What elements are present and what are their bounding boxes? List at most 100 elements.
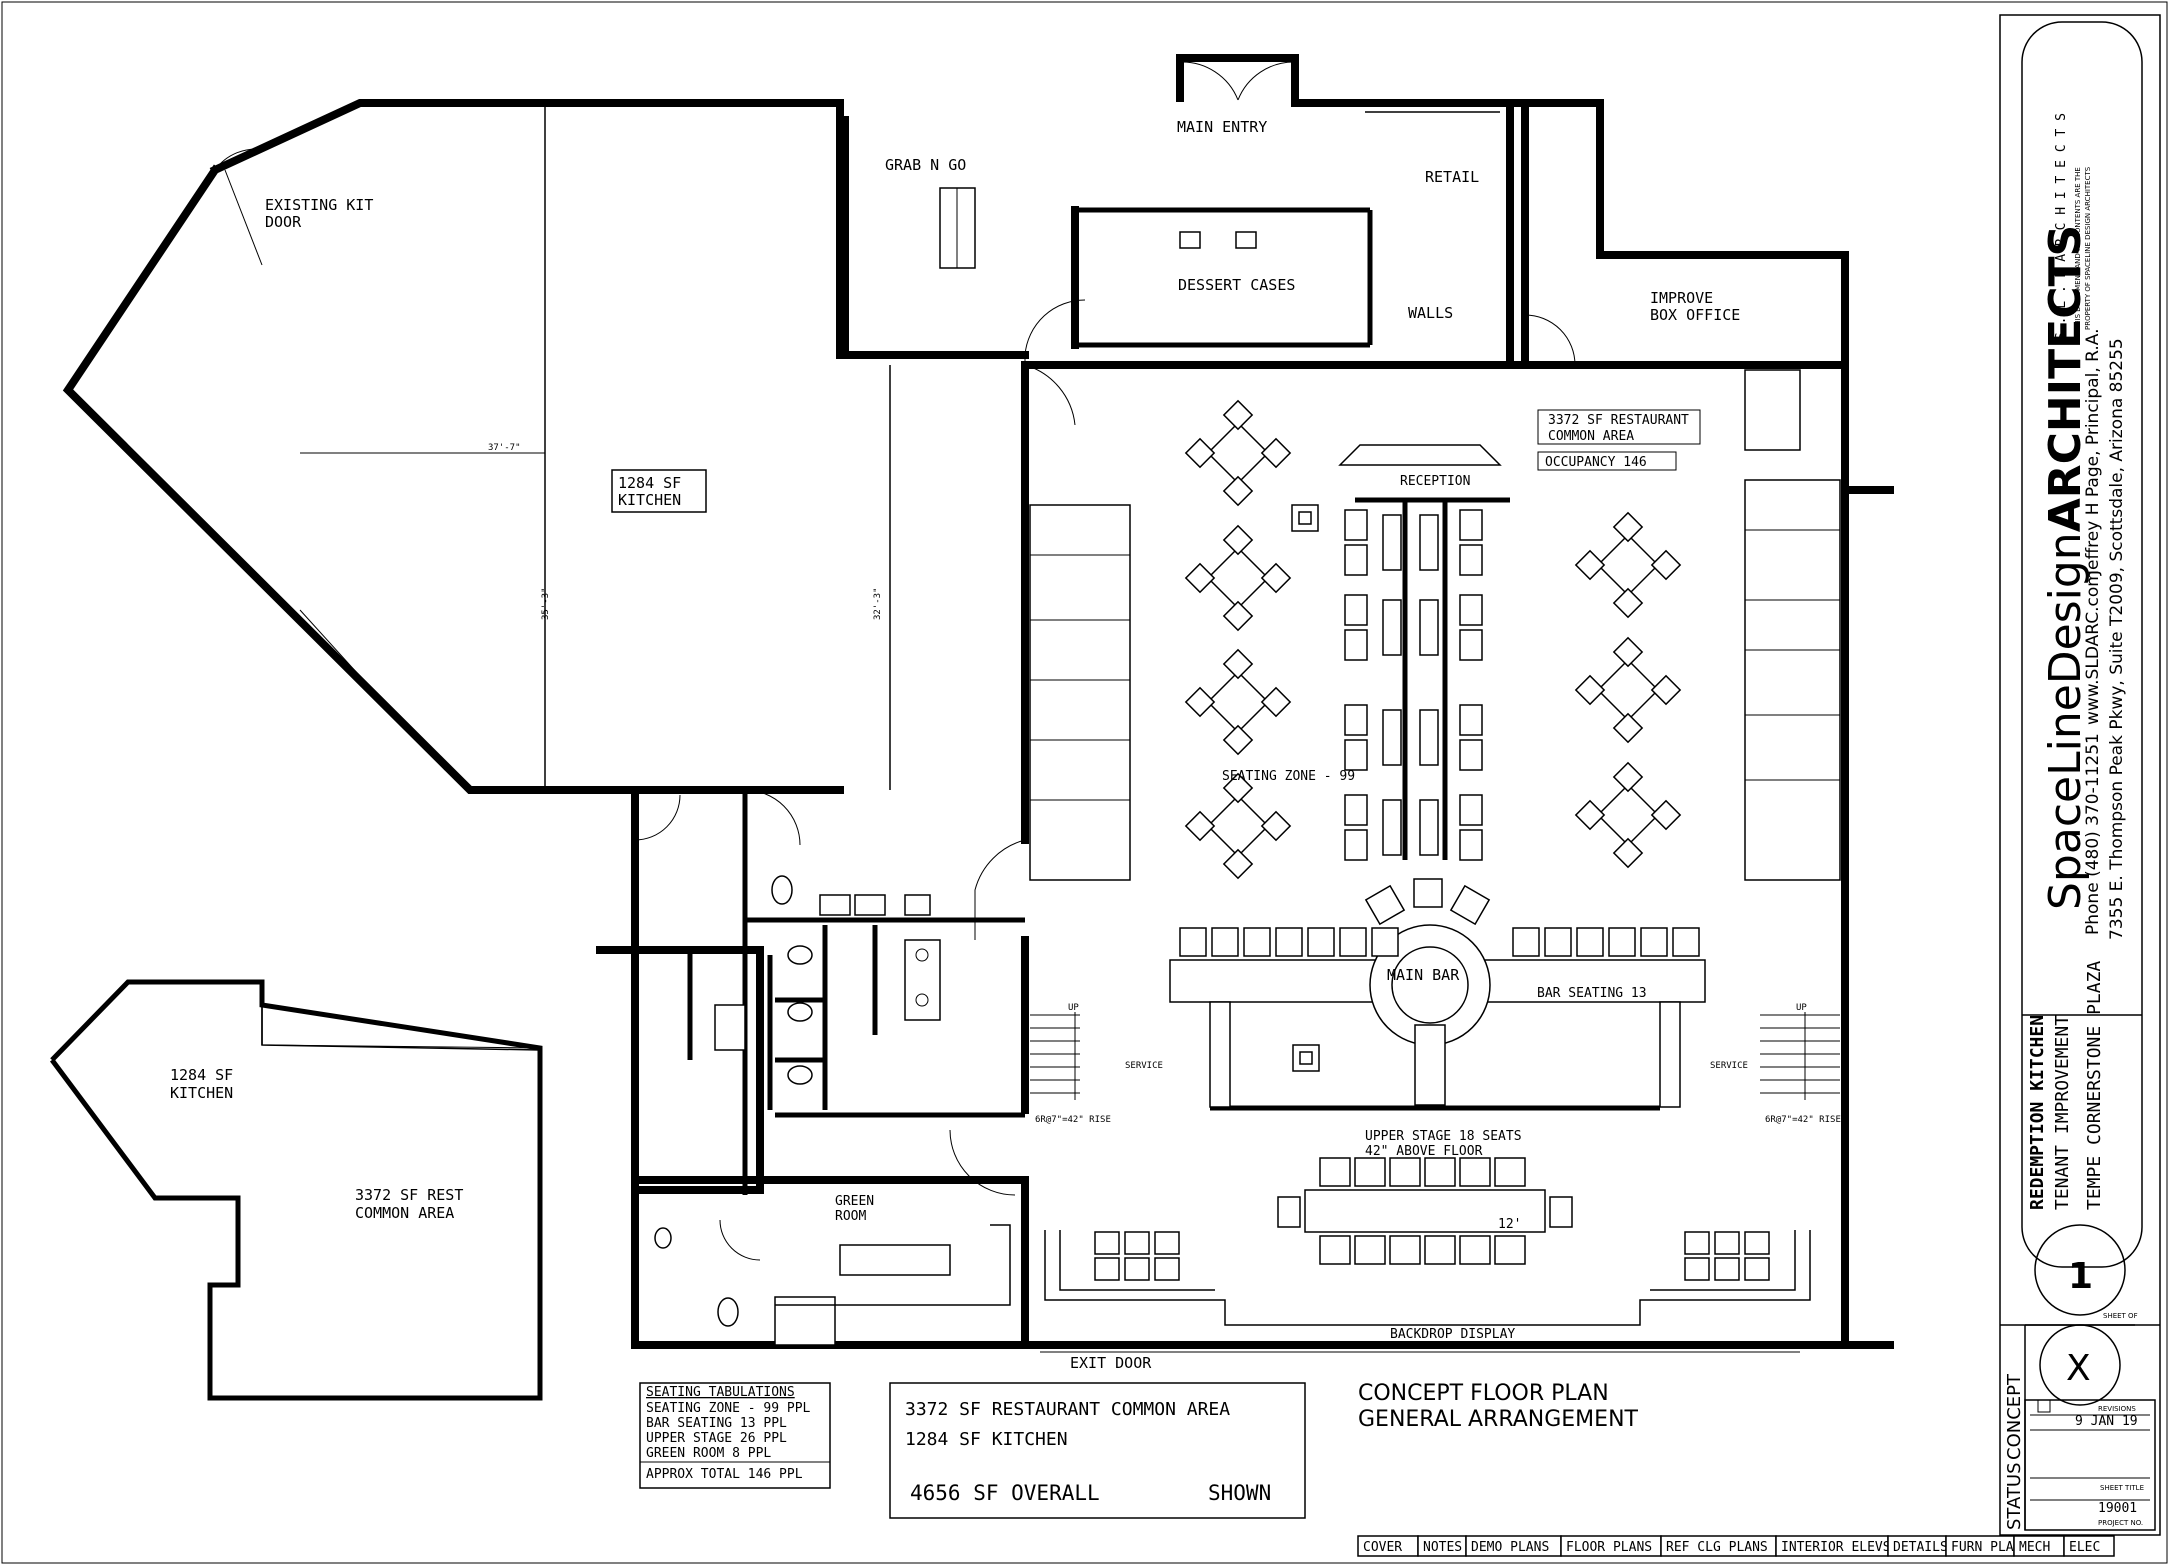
chair bbox=[1260, 562, 1292, 594]
bar-stool bbox=[1275, 927, 1303, 957]
bar-seating-label: BAR SEATING 13 bbox=[1537, 986, 1647, 1001]
main-entry-label: MAIN ENTRY bbox=[1177, 118, 1267, 136]
plan-title-line2: GENERAL ARRANGEMENT bbox=[1358, 1407, 1639, 1432]
box-office-label-2: BOX OFFICE bbox=[1650, 306, 1740, 324]
brand-name-a: SpaceLineDesign bbox=[2040, 532, 2091, 910]
main-bar-label: MAIN BAR bbox=[1387, 966, 1460, 984]
stage-chair bbox=[1459, 1235, 1491, 1265]
table-top bbox=[1206, 670, 1270, 734]
stage-chair bbox=[1154, 1231, 1180, 1255]
booth-seat bbox=[1344, 594, 1368, 626]
existing-kit-door-label-1: EXISTING KIT bbox=[265, 196, 373, 214]
chair bbox=[1222, 848, 1254, 880]
sheet-tab-label: FLOOR PLANS bbox=[1566, 1540, 1652, 1555]
firm-name-small: S . L . D A R C H I T E C T S bbox=[2054, 113, 2069, 340]
principal-label: Jeffrey H Page, Principal, R.A. bbox=[2083, 329, 2103, 576]
upper-stage bbox=[1044, 1189, 1811, 1326]
bar-stool bbox=[1608, 927, 1636, 957]
stage-chair bbox=[1154, 1257, 1180, 1281]
chair bbox=[1650, 799, 1682, 831]
green-room-label-1: GREEN bbox=[835, 1194, 874, 1209]
restaurant-area-label-1: 3372 SF RESTAURANT bbox=[1548, 413, 1689, 428]
seating-tab-row: BAR SEATING 13 PPL bbox=[646, 1416, 787, 1431]
seating-tabulations-box bbox=[639, 1382, 831, 1489]
chair bbox=[1260, 437, 1292, 469]
bar-stool bbox=[1339, 927, 1367, 957]
sheet-tab-label: ELEC bbox=[2069, 1540, 2100, 1555]
walls-label: WALLS bbox=[1408, 304, 1453, 322]
license-text-1: THIS DOCUMENT AND ITS CONTENTS ARE THE bbox=[2074, 167, 2082, 331]
entry-zone bbox=[836, 54, 1529, 369]
sheet-of-label: SHEET OF bbox=[2103, 1312, 2138, 1320]
stage-chair bbox=[1714, 1257, 1740, 1281]
booth-seat bbox=[1459, 509, 1483, 541]
bar-stool bbox=[1576, 927, 1604, 957]
kitchen-height-dim-1: 35'-3" bbox=[541, 587, 551, 620]
service-label-left: SERVICE bbox=[1125, 1061, 1163, 1071]
chair bbox=[1612, 636, 1644, 668]
plan-title-line1: CONCEPT FLOOR PLAN bbox=[1358, 1381, 1609, 1406]
stage-chair bbox=[1494, 1157, 1526, 1187]
restrooms bbox=[742, 789, 1026, 1195]
chair bbox=[1612, 587, 1644, 619]
booth-table bbox=[1419, 599, 1439, 656]
bar-stool bbox=[1307, 927, 1335, 957]
table-top bbox=[1206, 421, 1270, 485]
backdrop-label: BACKDROP DISPLAY bbox=[1390, 1327, 1515, 1342]
booth-table bbox=[1419, 514, 1439, 571]
chair bbox=[1222, 524, 1254, 556]
booth-seat bbox=[1459, 544, 1483, 576]
project-number-label: PROJECT NO. bbox=[2098, 1519, 2143, 1527]
four-top-table bbox=[1184, 399, 1292, 507]
project-number: 19001 bbox=[2098, 1501, 2137, 1516]
project-name: REDEMPTION KITCHEN bbox=[2027, 1015, 2048, 1210]
service-rooms bbox=[596, 794, 1029, 1346]
chair bbox=[1222, 648, 1254, 680]
phone-label: Phone (480) 370-11251 bbox=[2083, 733, 2103, 935]
booth-seat bbox=[1459, 704, 1483, 736]
bar-stool bbox=[1179, 927, 1207, 957]
key-plan bbox=[49, 979, 543, 1401]
booth-seat bbox=[1344, 829, 1368, 861]
booth-seat bbox=[1459, 629, 1483, 661]
key-kitchen-label-1: 1284 SF bbox=[170, 1066, 233, 1084]
four-top-table bbox=[1574, 761, 1682, 869]
riser-label-left: 6R@7"=42" RISE bbox=[1035, 1115, 1111, 1125]
stage-chair bbox=[1684, 1231, 1710, 1255]
stage-chair bbox=[1744, 1257, 1770, 1281]
booth-seat bbox=[1344, 704, 1368, 736]
stage-chair bbox=[1319, 1235, 1351, 1265]
booth-seat bbox=[1459, 829, 1483, 861]
bar-stools bbox=[1179, 878, 1700, 957]
chair bbox=[1222, 475, 1254, 507]
stage-chair bbox=[1319, 1157, 1351, 1187]
chair bbox=[1650, 674, 1682, 706]
seating-zone-label: SEATING ZONE - 99 bbox=[1222, 769, 1355, 784]
status-value: CONCEPT bbox=[2004, 1373, 2025, 1460]
bar-stool bbox=[1640, 927, 1668, 957]
sheet-tab-label: DETAILS bbox=[1893, 1540, 1948, 1555]
sheet-total: X bbox=[2066, 1348, 2091, 1389]
stage-table-label: 12' bbox=[1498, 1217, 1521, 1232]
bar-stool bbox=[1672, 927, 1700, 957]
exit-door bbox=[1040, 1344, 1800, 1353]
reception-label: RECEPTION bbox=[1400, 474, 1470, 489]
stage-chair bbox=[1094, 1231, 1120, 1255]
sheet-tab-label: REF CLG PLANS bbox=[1666, 1540, 1768, 1555]
bar-stool bbox=[1364, 884, 1406, 926]
bar-stool bbox=[1512, 927, 1540, 957]
chair bbox=[1650, 549, 1682, 581]
chair bbox=[1184, 810, 1216, 842]
kitchen-area-label-2: KITCHEN bbox=[618, 491, 681, 509]
stage-chair bbox=[1354, 1157, 1386, 1187]
bar-stool bbox=[1211, 927, 1239, 957]
chair bbox=[1260, 686, 1292, 718]
chair bbox=[1222, 399, 1254, 431]
existing-kit-door-label-2: DOOR bbox=[265, 213, 302, 231]
riser-label-right: 6R@7"=42" RISE bbox=[1765, 1115, 1841, 1125]
chair bbox=[1612, 712, 1644, 744]
green-room bbox=[775, 1129, 1016, 1306]
booth-seat bbox=[1459, 594, 1483, 626]
occupancy-label: OCCUPANCY 146 bbox=[1545, 455, 1647, 470]
